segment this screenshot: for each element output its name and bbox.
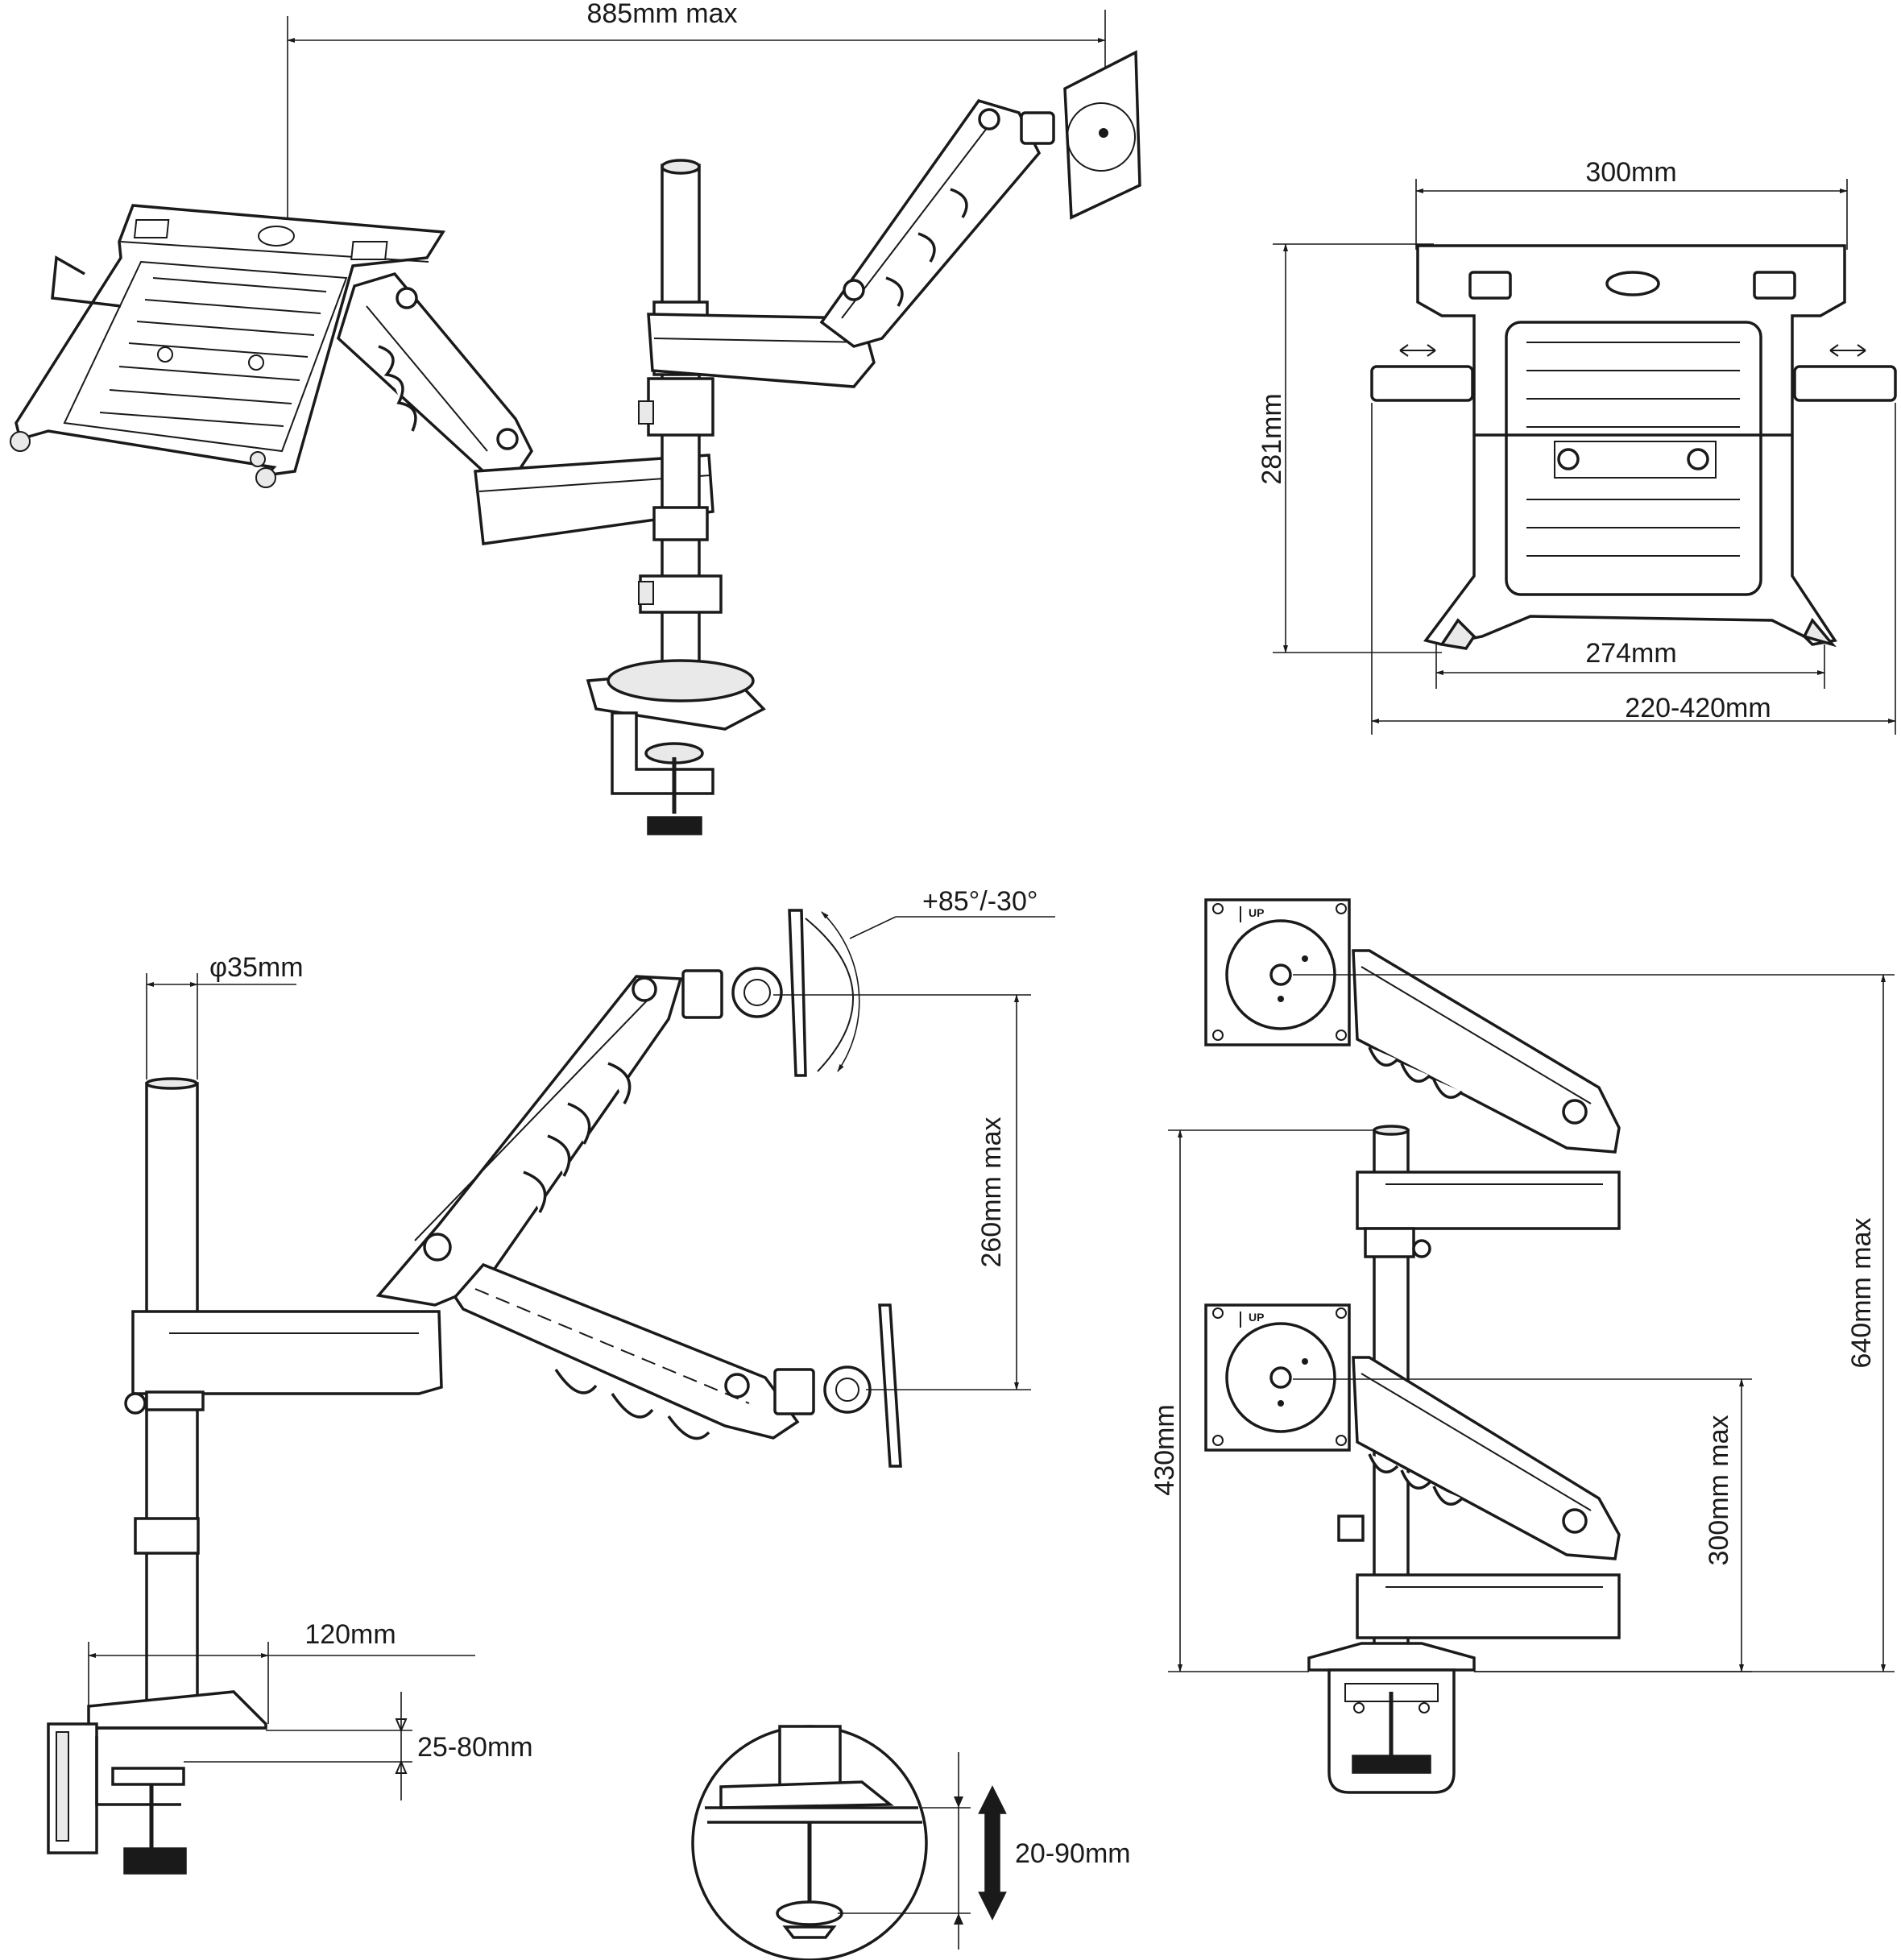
laptop-tray-perspective	[10, 204, 446, 488]
lower-travel-label: 300mm max	[1704, 1415, 1734, 1565]
height-view: UP UP	[1149, 898, 1895, 1794]
lower-vesa-plate: UP	[1204, 1303, 1351, 1452]
tray-vents	[99, 277, 327, 427]
pole-diameter-label: φ35mm	[209, 952, 304, 983]
tray-width-dimension: 300mm	[1415, 157, 1848, 250]
clamp-perspective	[586, 659, 766, 835]
grommet-desk-dimension: 20-90mm	[838, 1752, 1131, 1950]
reach-dimension: 885mm max	[287, 0, 1106, 218]
tray-inner-dimension: 274mm	[1435, 638, 1825, 689]
total-height-label: 640mm max	[1846, 1217, 1877, 1368]
vertical-travel-dimension: 260mm max	[773, 994, 1031, 1390]
total-height-dimension: 640mm max	[1293, 974, 1895, 1672]
upper-vesa-plate: UP	[1204, 898, 1351, 1046]
tray-depth-label: 281mm	[1257, 393, 1287, 484]
grommet-desk-label: 20-90mm	[1015, 1838, 1131, 1869]
grommet-detail: 20-90mm	[691, 1725, 1131, 1960]
tray-top-view: 300mm 281mm	[1257, 157, 1897, 735]
clamp-desk-label: 25-80mm	[417, 1732, 533, 1763]
clamp-base-label: 120mm	[304, 1619, 396, 1650]
tray-width-label: 300mm	[1585, 157, 1676, 188]
clamp-base-dimension: 120mm	[88, 1619, 475, 1724]
side-view: φ35mm +85°/-30°	[47, 886, 1055, 1875]
tilt-label: +85°/-30°	[922, 886, 1037, 917]
vertical-travel-label: 260mm max	[976, 1117, 1007, 1267]
upper-up-mark: UP	[1249, 906, 1264, 919]
pole-perspective	[638, 159, 723, 674]
monitor-arm	[647, 50, 1141, 388]
clamp-desk-dimension: 25-80mm	[184, 1692, 533, 1800]
pole-height-dimension: 430mm	[1149, 1129, 1374, 1672]
reach-label: 885mm max	[586, 0, 737, 29]
tray-depth-dimension: 281mm	[1257, 243, 1442, 653]
perspective-view: 885mm max	[10, 0, 1141, 835]
tray-top-vents	[1526, 342, 1740, 557]
lower-up-mark: UP	[1249, 1311, 1264, 1324]
tray-adjust-label: 220-420mm	[1625, 693, 1771, 723]
tray-adjust-dimension: 220-420mm	[1371, 403, 1896, 735]
lower-travel-dimension: 300mm max	[1293, 1378, 1752, 1672]
pole-height-label: 430mm	[1149, 1404, 1180, 1495]
pole-diameter-dimension: φ35mm	[146, 952, 304, 1079]
tray-arm	[337, 271, 714, 545]
tray-inner-label: 274mm	[1585, 638, 1676, 669]
